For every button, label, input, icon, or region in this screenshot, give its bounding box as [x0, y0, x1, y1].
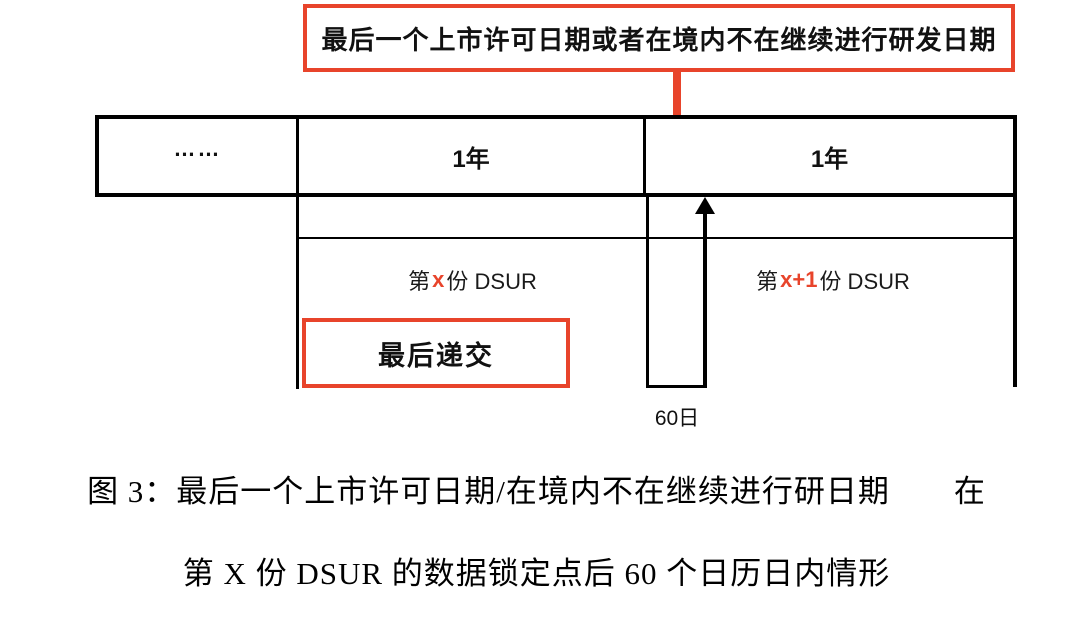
dsur-x-suffix: 份 DSUR — [446, 269, 537, 294]
divider-line-right — [1013, 197, 1017, 387]
timeline-cell-ellipsis-label: …… — [173, 136, 222, 162]
black-arrow-up-icon — [695, 197, 715, 214]
timeline-cell-ellipsis: …… — [99, 119, 299, 193]
dsur-x-prefix: 第 — [408, 269, 431, 294]
top-callout-text: 最后一个上市许可日期或者在境内不在继续进行研发日期 — [321, 24, 997, 55]
top-callout-box: 最后一个上市许可日期或者在境内不在继续进行研发日期 — [303, 4, 1015, 72]
dsur-x-highlight: x — [432, 267, 445, 292]
last-submission-label: 最后递交 — [378, 340, 494, 371]
sixty-day-bracket-line — [646, 385, 707, 388]
black-arrow-shaft — [703, 210, 707, 388]
timeline-bar: …… 1年 1年 — [95, 115, 1017, 197]
figure-caption-line-2: 第 X 份 DSUR 的数据锁定点后 60 个日历日内情形 — [182, 556, 891, 591]
timeline-cell-year-1: 1年 — [299, 119, 646, 193]
timeline-cell-year-2-label: 1年 — [810, 145, 849, 173]
timeline-cell-year-2: 1年 — [646, 119, 1013, 193]
sixty-day-label: 60日 — [654, 407, 700, 430]
divider-line-left — [296, 197, 299, 389]
period-separator-line — [296, 237, 1017, 239]
timeline-cell-year-1-label: 1年 — [452, 145, 490, 173]
dsur-x1-suffix: 份 DSUR — [819, 269, 910, 294]
dsur-x1-highlight: x+1 — [780, 267, 818, 292]
last-submission-box: 最后递交 — [302, 318, 570, 388]
figure-caption-line-1: 图 3：最后一个上市许可日期/在境内不在继续进行研日期 在 — [87, 474, 986, 509]
divider-line-mid — [646, 197, 649, 387]
dsur-x1-prefix: 第 — [756, 269, 779, 294]
